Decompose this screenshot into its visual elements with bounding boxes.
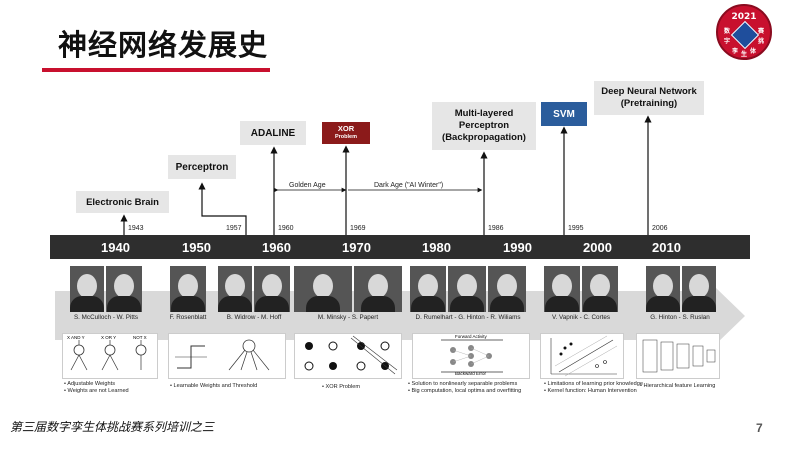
note-text: • Hierarchical feature Learning	[640, 383, 716, 389]
note-text: • Learnable Weights and Threshold	[170, 383, 258, 389]
dark-age-label: Dark Age ("AI Winter")	[374, 182, 444, 189]
milestone-deep-neural-network: Deep Neural Network (Pretraining)	[594, 81, 704, 115]
xor-plot-icon	[304, 335, 398, 375]
portrait-photo	[254, 266, 290, 312]
note-text: • Kernel function: Human Intervention	[544, 388, 637, 394]
timeline-bar	[50, 235, 750, 259]
portrait-photo	[354, 266, 402, 312]
note-text: • Weights are not Learned	[64, 388, 129, 394]
page-title: 神经网络发展史	[58, 28, 269, 62]
person-names: G. Hinton - S. Ruslan	[650, 314, 710, 321]
backpropagation-diagram: Forward Activity Backward Error	[412, 333, 530, 379]
milestone-label: Perceptron	[458, 120, 510, 131]
decade-label: 1950	[182, 240, 211, 255]
decade-label: 1980	[422, 240, 451, 255]
milestone-adaline: ADALINE	[240, 121, 306, 145]
milestone-year: 2006	[652, 225, 668, 232]
note-text: • Big computation, local optima and over…	[408, 388, 522, 394]
deep-network-icon	[642, 339, 716, 373]
milestone-multilayer-perceptron: Multi-layered Perceptron (Backpropagatio…	[432, 102, 536, 150]
deep-network-diagram	[636, 333, 720, 379]
connector-1957	[198, 182, 247, 235]
decade-label: 2010	[652, 240, 681, 255]
logo-year: 2021	[731, 12, 757, 22]
person-names: F. Rosenblatt	[169, 314, 207, 321]
logo-char: 字	[724, 38, 731, 45]
footer-text: 第三届数字孪生体挑战赛系列培训之三	[10, 420, 215, 434]
note-text: • Limitations of learning prior knowledg…	[544, 381, 643, 387]
xor-diagram	[294, 333, 402, 379]
network-icon	[441, 339, 503, 373]
portrait-photo	[106, 266, 142, 312]
diagram-label: NOT X	[133, 335, 147, 340]
milestone-year: 1986	[488, 225, 504, 232]
title-underline	[42, 68, 270, 72]
event-logo: 2021 数 字 孪 生 体 挑 赛	[716, 4, 772, 60]
portrait-photo	[170, 266, 206, 312]
milestone-year: 1943	[128, 225, 144, 232]
page-number: 7	[756, 421, 763, 435]
milestone-label: Deep Neural Network	[601, 86, 697, 97]
logo-char: 孪	[732, 48, 739, 55]
note-text: • Solution to nonlinearly separable prob…	[408, 381, 518, 387]
decade-label: 1960	[262, 240, 291, 255]
portrait-photo	[682, 266, 716, 312]
milestone-electronic-brain: Electronic Brain	[76, 191, 169, 213]
milestone-year: 1995	[568, 225, 584, 232]
logo-char: 数	[724, 28, 731, 35]
portrait-photo	[646, 266, 680, 312]
portrait-photo	[544, 266, 580, 312]
note-text: • XOR Problem	[322, 384, 361, 390]
portrait-photo	[410, 266, 446, 312]
milestone-year: 1957	[226, 225, 242, 232]
diagram-label: Forward Activity	[455, 334, 487, 339]
portrait-photo	[488, 266, 526, 312]
portrait-photo	[218, 266, 252, 312]
portrait-photo	[582, 266, 618, 312]
logo-char: 生	[741, 51, 748, 58]
mcculloch-pitts-diagram: X AND Y X OR Y NOT X	[62, 333, 158, 379]
person-names: B. Widrow - M. Hoff	[226, 314, 282, 321]
decade-label: 1970	[342, 240, 371, 255]
diagram-label: X AND Y	[67, 335, 85, 340]
note-text: • Adjustable Weights	[64, 381, 115, 387]
milestone-label: Multi-layered	[454, 108, 514, 119]
decade-label: 2000	[583, 240, 612, 255]
threshold-neuron-icon	[175, 339, 270, 371]
person-names: S. McCulloch - W. Pitts	[73, 314, 139, 321]
golden-age-label: Golden Age	[289, 182, 326, 189]
milestone-svm: SVM	[541, 102, 587, 126]
decade-label: 1940	[101, 240, 130, 255]
diagram-label: Backward Error	[455, 371, 487, 376]
milestone-perceptron: Perceptron	[168, 155, 236, 179]
logo-char: 挑	[758, 38, 765, 45]
portrait-photo	[70, 266, 104, 312]
diagram-label: X OR Y	[101, 335, 117, 340]
milestone-label: (Backpropagation)	[442, 132, 526, 143]
decade-label: 1990	[503, 240, 532, 255]
portrait-photo	[294, 266, 352, 312]
milestone-year: 1960	[278, 225, 294, 232]
adaline-diagram	[168, 333, 286, 379]
milestone-label: XOR	[337, 124, 355, 133]
milestone-label: Problem	[334, 134, 357, 140]
logo-char: 赛	[758, 28, 765, 35]
person-names: D. Rumelhart - G. Hinton - R. Wiliams	[415, 314, 521, 321]
person-names: M. Minsky - S. Papert	[317, 314, 379, 321]
svm-plot-icon	[550, 335, 618, 377]
logic-neuron-icon	[70, 340, 147, 371]
milestone-xor-problem: XOR Problem	[322, 122, 370, 144]
svm-diagram	[540, 333, 624, 379]
milestone-label: (Pretraining)	[620, 98, 678, 109]
person-names: V. Vapnik - C. Cortes	[551, 314, 611, 321]
logo-char: 体	[750, 48, 757, 55]
portrait-photo	[448, 266, 486, 312]
band-arrow-icon	[715, 287, 745, 345]
milestone-year: 1969	[350, 225, 366, 232]
